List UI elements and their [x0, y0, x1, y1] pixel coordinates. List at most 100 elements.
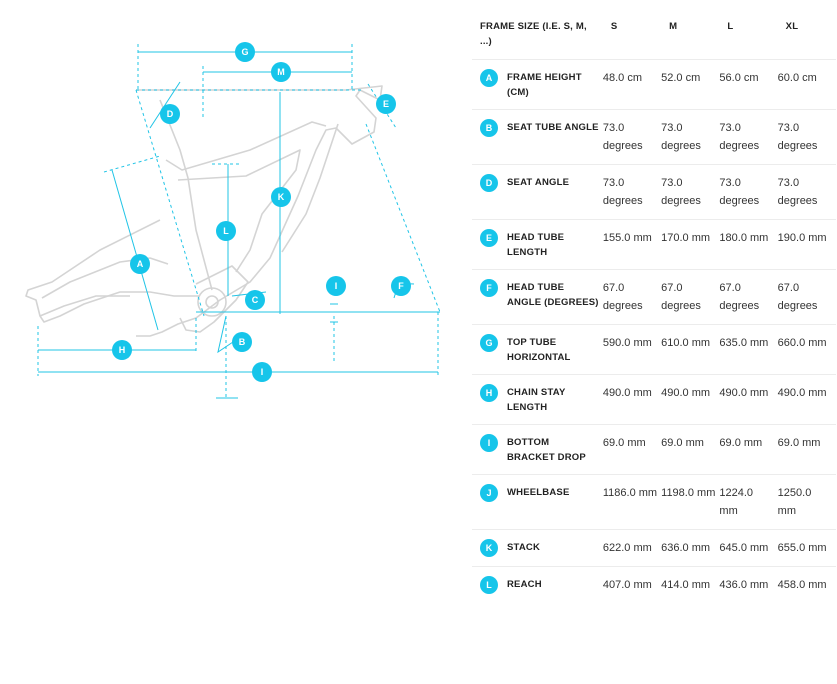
- row-value-cell: 73.0 degrees: [777, 164, 836, 220]
- badge-l: M: [271, 62, 291, 82]
- row-label-cell: I BOTTOM BRACKET DROP: [472, 424, 603, 475]
- row-label: REACH: [507, 579, 542, 590]
- row-value-cell: 407.0 mm: [602, 566, 662, 603]
- row-badge: F: [480, 279, 498, 297]
- row-value-cell: 490.0 mm: [602, 374, 662, 425]
- row-value-cell: 155.0 mm: [602, 219, 662, 270]
- row-value-cell: 69.0 mm: [661, 424, 720, 475]
- row-badge: K: [480, 539, 498, 557]
- row-value-cell: 52.0 cm: [661, 59, 720, 110]
- row-value-cell: 67.0 degrees: [602, 269, 662, 325]
- badge-i: I: [252, 362, 272, 382]
- svg-text:D: D: [167, 109, 174, 119]
- row-value-cell: 48.0 cm: [602, 59, 662, 110]
- row-badge: L: [480, 576, 498, 594]
- row-value-cell: 1198.0 mm: [661, 474, 720, 530]
- header-size-l: L: [727, 21, 734, 32]
- row-badge: B: [480, 119, 498, 137]
- svg-text:A: A: [137, 259, 144, 269]
- row-label: BOTTOM BRACKET DROP: [507, 437, 586, 463]
- row-value-cell: 1250.0 mm: [777, 474, 836, 530]
- header-size-m: M: [669, 21, 678, 32]
- badge-i-small: I: [326, 276, 346, 296]
- frame-geometry-diagram: G M D E K L A I F C B H I: [25, 42, 441, 399]
- row-badge: E: [480, 229, 498, 247]
- row-value-cell: 67.0 degrees: [661, 269, 720, 325]
- row-value-cell: 73.0 degrees: [719, 164, 778, 220]
- row-value-cell: 73.0 degrees: [661, 164, 720, 220]
- row-value-cell: 635.0 mm: [719, 324, 778, 375]
- svg-text:H: H: [119, 345, 126, 355]
- row-label-cell: D SEAT ANGLE: [472, 164, 603, 220]
- row-value-cell: 190.0 mm: [777, 219, 836, 270]
- row-value-cell: 610.0 mm: [661, 324, 720, 375]
- row-value-cell: 170.0 mm: [661, 219, 720, 270]
- row-label: SEAT TUBE ANGLE: [507, 122, 599, 133]
- row-value-cell: 458.0 mm: [777, 566, 836, 603]
- table-header-row: FRAME SIZE (I.E. S, M, ...) S M L XL: [472, 10, 836, 60]
- svg-text:E: E: [383, 99, 389, 109]
- row-value-cell: 73.0 degrees: [602, 109, 662, 165]
- row-value-cell: 490.0 mm: [661, 374, 720, 425]
- row-value-cell: 67.0 degrees: [719, 269, 778, 325]
- header-size-xl: XL: [785, 21, 799, 32]
- row-value-cell: 69.0 mm: [719, 424, 778, 475]
- svg-text:K: K: [278, 192, 285, 202]
- row-label-wrap: B SEAT TUBE ANGLE: [480, 119, 599, 137]
- row-value-cell: 655.0 mm: [777, 529, 836, 567]
- row-label-wrap: L REACH: [480, 576, 599, 594]
- row-label-wrap: D SEAT ANGLE: [480, 174, 599, 192]
- row-badge: D: [480, 174, 498, 192]
- row-value-cell: 1224.0 mm: [719, 474, 778, 530]
- row-value-cell: 73.0 degrees: [661, 109, 720, 165]
- badge-e: E: [376, 94, 396, 114]
- badge-f: F: [391, 276, 411, 296]
- row-value-cell: 660.0 mm: [777, 324, 836, 375]
- row-badge: H: [480, 384, 498, 402]
- svg-text:L: L: [223, 226, 229, 236]
- row-label: FRAME HEIGHT (CM): [507, 72, 582, 98]
- svg-text:G: G: [241, 47, 248, 57]
- row-label: TOP TUBE HORIZONTAL: [507, 337, 571, 363]
- row-label-cell: F HEAD TUBE ANGLE (DEGREES): [472, 269, 603, 325]
- row-label-cell: L REACH: [472, 566, 603, 603]
- svg-text:I: I: [335, 281, 338, 291]
- row-badge: G: [480, 334, 498, 352]
- row-label: SEAT ANGLE: [507, 177, 570, 188]
- row-value-cell: 67.0 degrees: [777, 269, 836, 325]
- row-label-wrap: G TOP TUBE HORIZONTAL: [480, 334, 599, 365]
- row-value-cell: 73.0 degrees: [602, 164, 662, 220]
- row-value-cell: 636.0 mm: [661, 529, 720, 567]
- row-badge: I: [480, 434, 498, 452]
- row-value-cell: 73.0 degrees: [719, 109, 778, 165]
- row-value-cell: 1186.0 mm: [602, 474, 662, 530]
- row-label-cell: G TOP TUBE HORIZONTAL: [472, 324, 603, 375]
- badge-k: K: [271, 187, 291, 207]
- badge-m: L: [216, 221, 236, 241]
- row-label: HEAD TUBE ANGLE (DEGREES): [507, 282, 599, 308]
- frame-outline: [25, 85, 383, 337]
- badge-a: A: [130, 254, 150, 274]
- row-value-cell: 490.0 mm: [777, 374, 836, 425]
- badge-h: H: [112, 340, 132, 360]
- header-size-s: S: [610, 21, 618, 32]
